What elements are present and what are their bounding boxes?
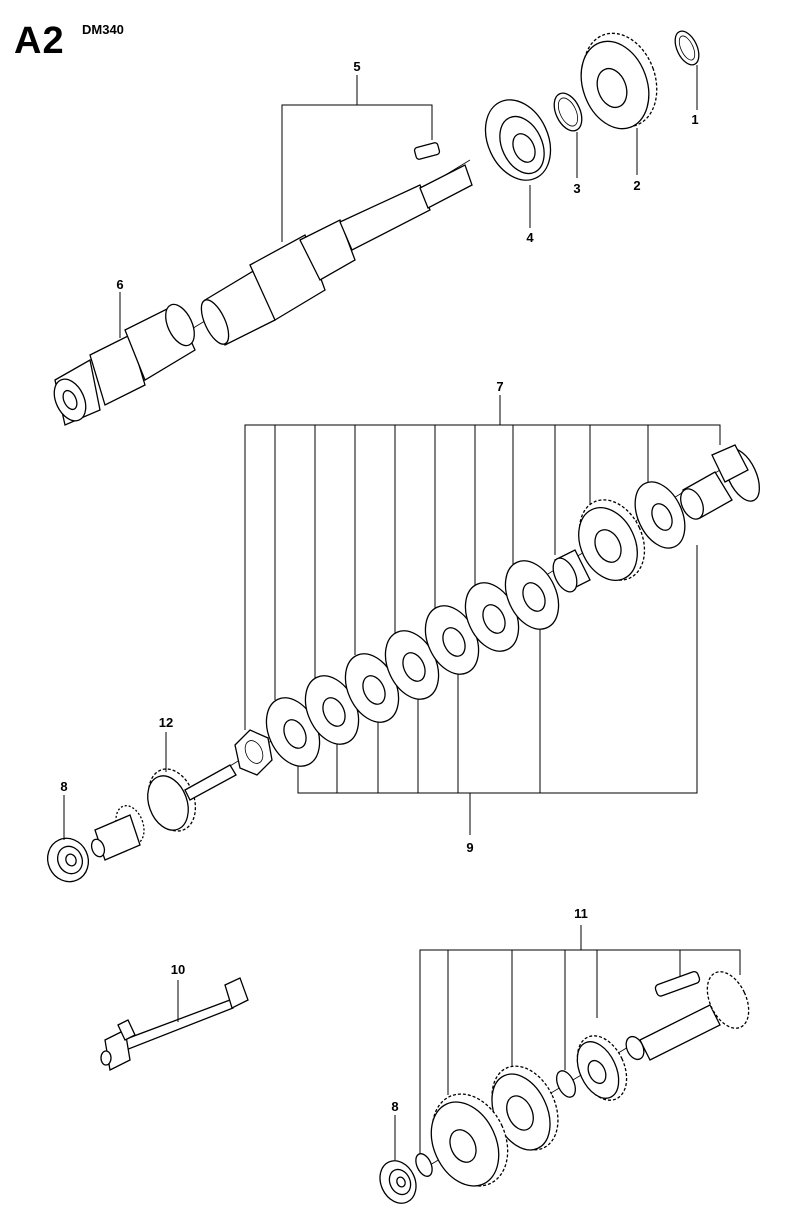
callout-6: 6	[116, 277, 123, 292]
callout-2: 2	[633, 178, 640, 193]
part-8-bearing-lower[interactable]	[41, 832, 96, 889]
callout-5: 5	[353, 59, 360, 74]
small-gear[interactable]	[568, 1028, 637, 1108]
part-2-gear[interactable]	[570, 23, 670, 138]
callout-10: 10	[171, 962, 185, 977]
part-8-bearing-right[interactable]	[373, 1155, 422, 1209]
callout-3: 3	[573, 181, 580, 196]
page-code: A2	[14, 20, 65, 62]
part-12-pinion-shaft[interactable]	[89, 762, 237, 861]
intermediate-shaft-group	[41, 395, 766, 889]
part-3-circlip[interactable]	[549, 89, 588, 135]
part-10-lever[interactable]	[100, 977, 249, 1071]
part-4-bearing[interactable]	[473, 89, 563, 190]
thrust-washer-hole	[651, 503, 673, 531]
callout-7: 7	[496, 379, 503, 394]
washer-stack[interactable]	[256, 552, 569, 775]
model-name: DM340	[82, 22, 124, 37]
callout-12: 12	[159, 715, 173, 730]
part-6-adapter[interactable]	[48, 300, 200, 426]
callout-8-lower: 8	[391, 1099, 398, 1114]
callout-9: 9	[466, 840, 473, 855]
callout-4: 4	[526, 230, 534, 245]
medium-gear[interactable]	[479, 1055, 571, 1160]
flanged-sleeve[interactable]	[676, 444, 766, 523]
callout-labels: 1 2 3 4 5 6 7 8 9 10 11 12 8	[60, 59, 698, 1114]
output-pinion-shaft[interactable]	[623, 965, 757, 1062]
gear-circlip[interactable]	[413, 1151, 436, 1179]
part-1-retaining-ring[interactable]	[670, 27, 703, 68]
spindle-group	[48, 23, 703, 426]
part-5-spindle-shaft[interactable]	[196, 142, 473, 348]
gear-set-group	[373, 925, 757, 1209]
hex-nut[interactable]	[234, 729, 273, 776]
bushing[interactable]	[548, 549, 591, 596]
spacer-ring[interactable]	[553, 1068, 579, 1100]
callout-11: 11	[574, 906, 588, 921]
callout-1: 1	[691, 112, 698, 127]
large-gear[interactable]	[418, 1082, 522, 1199]
intermediate-gear[interactable]	[567, 489, 657, 590]
callout-8-middle: 8	[60, 779, 67, 794]
